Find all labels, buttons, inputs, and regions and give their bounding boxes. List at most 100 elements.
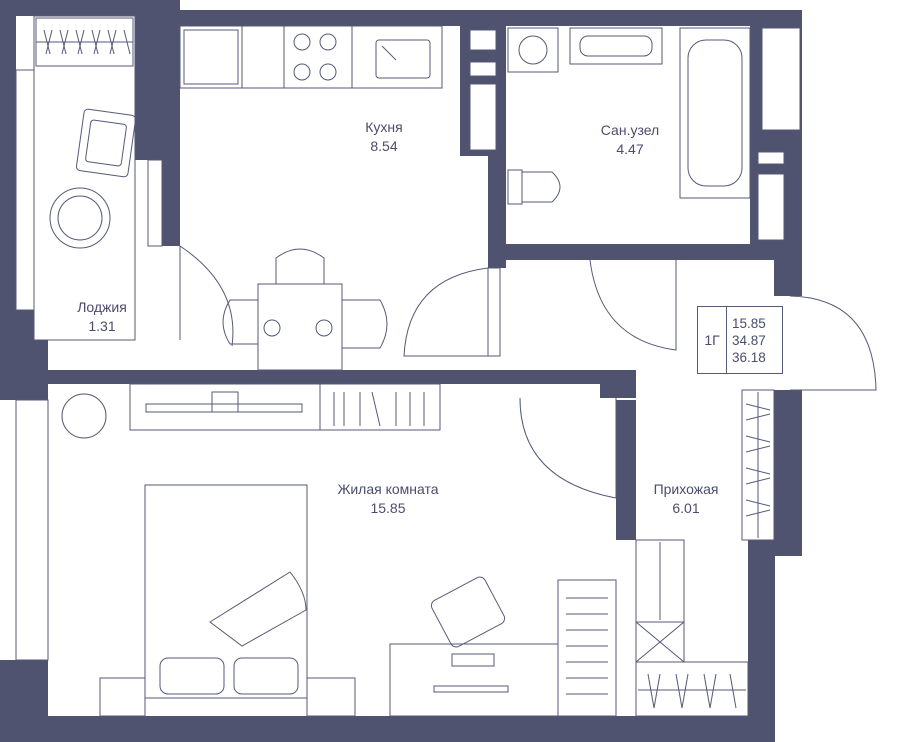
wall-hall-top <box>600 384 636 398</box>
wall-living-top-left <box>48 370 162 384</box>
bathroom-area: 4.47 <box>616 141 644 157</box>
bed-pillow-2 <box>233 657 299 695</box>
chair-top <box>275 248 325 284</box>
door-bathroom <box>589 259 677 351</box>
wardrobe-living-hangers <box>566 597 608 695</box>
nightstand-1 <box>99 677 146 717</box>
door-frame-kitchen <box>487 267 501 357</box>
tv-base <box>211 391 239 413</box>
wall-left-lower <box>0 340 48 400</box>
toilet-tank <box>507 169 523 205</box>
hallway-furniture <box>635 389 775 717</box>
door-kitchen <box>403 267 489 357</box>
plate-1 <box>263 319 281 337</box>
kitchen-name: Кухня <box>365 119 403 135</box>
wall-top <box>180 10 802 26</box>
tv-stand <box>129 383 441 431</box>
total-with-loggia-value: 36.18 <box>732 350 766 365</box>
shelf-books <box>333 391 425 427</box>
wall-bath-bottom <box>488 244 774 260</box>
loggia-table-inner <box>57 195 103 241</box>
toilet-bowl <box>521 171 561 203</box>
kitchen-label: Кухня 8.54 <box>334 118 434 156</box>
washing-machine <box>507 27 559 73</box>
walls <box>0 0 802 742</box>
wall-bath-left <box>488 156 506 268</box>
plate-2 <box>315 319 333 337</box>
wall-bottom <box>0 716 775 742</box>
door-kitchen-loggia <box>179 245 234 347</box>
area-summary-box: 1Г 15.85 34.87 36.18 <box>697 306 783 374</box>
washbasin <box>569 27 663 65</box>
desk <box>389 643 559 717</box>
keyboard <box>451 653 495 667</box>
blanket <box>209 571 307 647</box>
hallway-name: Прихожая <box>653 481 719 497</box>
chair-right <box>342 299 388 349</box>
shaft-1 <box>469 29 497 51</box>
burner-2 <box>319 33 337 51</box>
bathtub <box>679 27 751 199</box>
bathroom-fixtures <box>507 27 751 205</box>
sink-tap <box>381 45 397 61</box>
bathtub-inner <box>687 39 743 187</box>
washing-machine-drum <box>518 35 548 65</box>
wall-loggia-left-gap <box>0 310 34 340</box>
loggia-hangers <box>43 29 131 55</box>
hall-cabinet-cross <box>635 621 685 663</box>
kitchen-counter <box>179 25 443 89</box>
hall-wardrobe-hangers <box>745 403 771 517</box>
area-values: 15.85 34.87 36.18 <box>732 315 766 366</box>
loggia-name: Лоджия <box>77 299 127 315</box>
wall-loggia-top <box>0 10 180 16</box>
loggia-armchair-seat <box>85 119 127 167</box>
shaft-5 <box>757 151 785 165</box>
fridge <box>183 29 239 85</box>
sink <box>375 39 431 79</box>
windows <box>15 27 802 661</box>
wall-kitchen-living <box>162 370 636 384</box>
door-entry <box>789 295 877 391</box>
hall-shoe-hangers <box>647 673 737 709</box>
burner-1 <box>293 33 311 51</box>
nightstand-2 <box>306 677 356 717</box>
wall-kitchen-left-stub <box>162 160 180 246</box>
loggia-floor <box>33 15 136 341</box>
kitchen-furniture <box>179 25 443 371</box>
hall-shoe-rack <box>635 661 749 717</box>
wall-hall-left <box>616 400 636 540</box>
wall-left-upper <box>0 10 16 310</box>
shaft-3 <box>469 83 497 151</box>
burner-4 <box>319 63 337 81</box>
bathroom-name: Сан.узел <box>600 122 660 138</box>
wall-kitchen-left <box>135 10 180 160</box>
shaft-2 <box>469 61 497 77</box>
hall-wardrobe-right <box>741 389 775 541</box>
wall-hall-right-lower <box>748 540 775 742</box>
bathroom-label: Сан.узел 4.47 <box>580 121 680 159</box>
loggia-table <box>49 187 111 249</box>
doors <box>179 245 877 499</box>
living-area-value: 15.85 <box>732 316 766 331</box>
window-loggia <box>15 69 35 311</box>
wardrobe-living <box>557 579 617 717</box>
tv <box>145 403 303 413</box>
shaft-6 <box>757 173 785 241</box>
burner-3 <box>293 63 311 81</box>
loggia-area: 1.31 <box>88 318 116 334</box>
bed-pillow-1 <box>159 657 225 695</box>
loggia-label: Лоджия 1.31 <box>52 298 152 336</box>
kitchen-area: 8.54 <box>370 138 398 154</box>
wall-kitchen-door-stub <box>488 260 506 268</box>
bed <box>144 484 308 699</box>
hallway-label: Прихожая 6.01 <box>636 480 736 518</box>
washbasin-bowl <box>579 35 653 57</box>
living-label: Жилая комната 15.85 <box>318 480 458 518</box>
desk-chair <box>430 576 506 648</box>
living-area: 15.85 <box>370 500 406 516</box>
total-area-value: 34.87 <box>732 333 766 348</box>
window-kitchen-loggia <box>147 159 163 247</box>
living-name: Жилая комната <box>337 481 439 497</box>
chair-left <box>222 299 258 345</box>
